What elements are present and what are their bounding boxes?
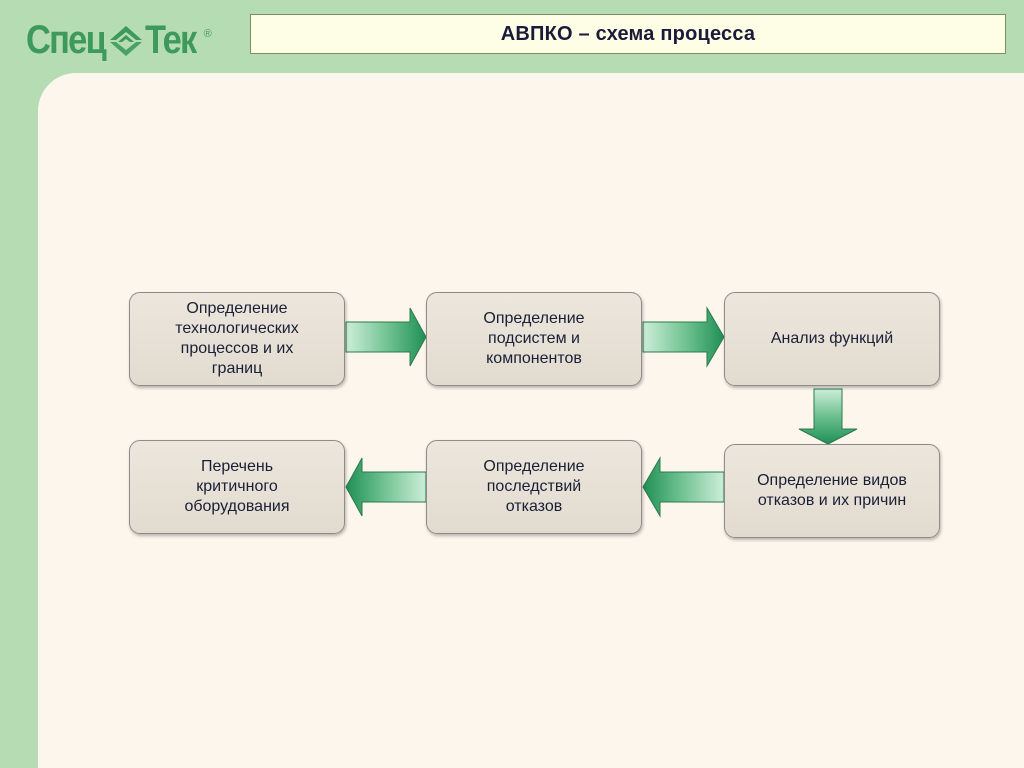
arrow-down-icon [798, 388, 858, 445]
step-label: Определение подсистем и компонентов [483, 310, 585, 367]
brand-logo: Спец Тек ® [26, 6, 212, 60]
step-label: Определение технологических процессов и … [175, 300, 299, 377]
step-define-subsystems: Определение подсистем и компонентов [426, 292, 642, 386]
logo-mark-icon [109, 26, 142, 56]
registered-mark: ® [203, 28, 212, 40]
arrow-left-2-icon [345, 457, 427, 517]
arrow-right-1-icon [345, 307, 427, 367]
step-label: Определение видов отказов и их причин [757, 472, 907, 509]
arrow-left-1-icon [642, 456, 725, 518]
page-title: АВПКО – схема процесса [500, 22, 756, 45]
logo-word-left: Спец [26, 18, 107, 62]
step-failure-effects: Определение последствий отказов [426, 440, 642, 534]
arrow-right-2-icon [642, 306, 725, 368]
step-define-processes: Определение технологических процессов и … [129, 292, 345, 386]
title-bar: АВПКО – схема процесса [250, 14, 1006, 54]
step-failure-modes: Определение видов отказов и их причин [724, 444, 940, 538]
step-label: Определение последствий отказов [483, 458, 585, 515]
step-function-analysis: Анализ функций [724, 292, 940, 386]
content-canvas [38, 73, 1024, 768]
logo-word-right: Тек [144, 18, 197, 62]
step-critical-equipment: Перечень критичного оборудования [129, 440, 345, 534]
step-label: Перечень критичного оборудования [184, 458, 290, 515]
step-label: Анализ функций [770, 330, 894, 347]
